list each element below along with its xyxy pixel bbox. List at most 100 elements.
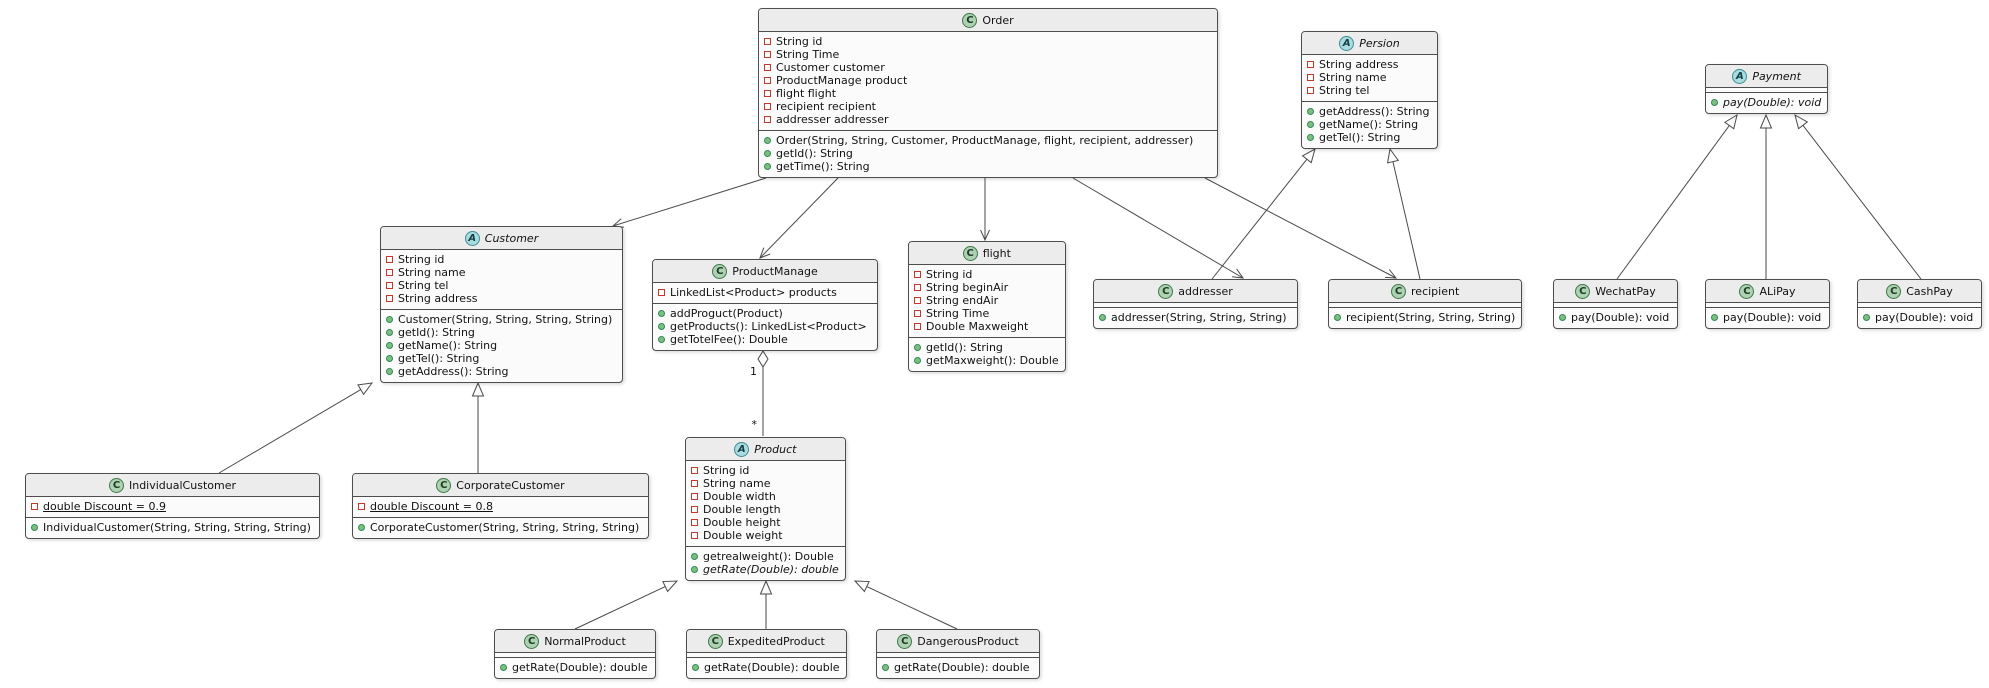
class-name: NormalProduct [544, 634, 626, 648]
class-icon: C [1575, 283, 1591, 299]
public-method-icon [386, 368, 393, 375]
method-row: getTime(): String [764, 160, 1211, 173]
method-row: getTel(): String [386, 352, 616, 365]
private-field-icon [386, 269, 393, 276]
class-icon: C [712, 263, 728, 279]
private-field-icon [1307, 61, 1314, 68]
class-icon: C [897, 633, 913, 649]
field-text: flight flight [776, 87, 837, 100]
class-icon: C [108, 477, 124, 493]
fields-compartment: LinkedList<Product> products [653, 283, 877, 303]
public-method-icon [1711, 314, 1718, 321]
field-text: String beginAir [926, 281, 1009, 294]
public-method-icon [691, 553, 698, 560]
method-text: getId(): String [926, 341, 1003, 354]
class-icon: C [1391, 283, 1407, 299]
field-text: String id [703, 464, 750, 477]
field-text: double Discount = 0.8 [370, 500, 493, 513]
method-text: getRate(Double): double [704, 661, 840, 674]
method-row: Order(String, String, Customer, ProductM… [764, 134, 1211, 147]
public-method-icon [386, 316, 393, 323]
field-row: String beginAir [914, 281, 1059, 294]
field-text: Double length [703, 503, 781, 516]
multiplicity-label: 1 [750, 365, 757, 378]
relation-WechatPay-Payment-extends [1616, 113, 1738, 280]
class-icon: C [707, 633, 723, 649]
field-row: String name [691, 477, 839, 490]
private-field-icon [914, 284, 921, 291]
private-field-icon [691, 467, 698, 474]
class-header: A Payment [1706, 65, 1828, 88]
method-text: getRate(Double): double [703, 563, 839, 576]
method-row: getAddress(): String [386, 365, 616, 378]
abstract-class-icon: A [1339, 35, 1355, 51]
method-row: getProducts(): LinkedList<Product> [658, 320, 871, 333]
field-text: String id [776, 35, 823, 48]
abstract-class-icon: A [1732, 68, 1748, 84]
public-method-icon [1334, 314, 1341, 321]
method-text: recipient(String, String, String) [1346, 311, 1516, 324]
field-text: String tel [1319, 84, 1370, 97]
relation-CorporateCustomer-Customer-extends [471, 381, 485, 473]
private-field-icon [1307, 74, 1314, 81]
field-row: String endAir [914, 294, 1059, 307]
methods-compartment: pay(Double): void [1706, 307, 1829, 328]
method-text: pay(Double): void [1571, 311, 1670, 324]
class-name: addresser [1178, 284, 1233, 298]
field-text: String address [398, 292, 478, 305]
method-text: getRate(Double): double [512, 661, 648, 674]
field-row: flight flight [764, 87, 1211, 100]
class-name: Payment [1752, 69, 1801, 83]
method-text: getAddress(): String [398, 365, 509, 378]
private-field-icon [914, 297, 921, 304]
methods-compartment: getRate(Double): double [877, 657, 1039, 678]
class-name: CorporateCustomer [456, 478, 565, 492]
method-text: getName(): String [1319, 118, 1419, 131]
public-method-icon [1307, 121, 1314, 128]
method-text: getrealweight(): Double [703, 550, 834, 563]
field-row: String tel [1307, 84, 1431, 97]
method-row: pay(Double): void [1863, 311, 1975, 324]
field-row: recipient recipient [764, 100, 1211, 113]
fields-compartment: double Discount = 0.9 [26, 497, 319, 517]
private-field-icon [764, 51, 771, 58]
field-row: addresser addresser [764, 113, 1211, 126]
public-method-icon [500, 664, 507, 671]
public-method-icon [658, 336, 665, 343]
method-text: getMaxweight(): Double [926, 354, 1059, 367]
public-method-icon [1099, 314, 1106, 321]
private-field-icon [386, 256, 393, 263]
private-field-icon [691, 532, 698, 539]
public-method-icon [691, 566, 698, 573]
private-field-icon [1307, 87, 1314, 94]
field-row: Double Maxweight [914, 320, 1059, 333]
public-method-icon [914, 357, 921, 364]
field-row: Customer customer [764, 61, 1211, 74]
class-name: Persion [1359, 36, 1400, 50]
field-row: Double height [691, 516, 839, 529]
method-row: getName(): String [386, 339, 616, 352]
field-text: String address [1319, 58, 1399, 71]
relation-ExpeditedProduct-Product-extends [759, 579, 773, 629]
private-field-icon [691, 480, 698, 487]
class-name: ALiPay [1759, 284, 1796, 298]
public-method-icon [764, 163, 771, 170]
private-field-icon [764, 90, 771, 97]
public-method-icon [1307, 108, 1314, 115]
field-text: String Time [776, 48, 840, 61]
field-text: double Discount = 0.9 [43, 500, 166, 513]
private-field-icon [658, 289, 665, 296]
method-row: recipient(String, String, String) [1334, 311, 1515, 324]
class-name: Customer [484, 231, 539, 245]
